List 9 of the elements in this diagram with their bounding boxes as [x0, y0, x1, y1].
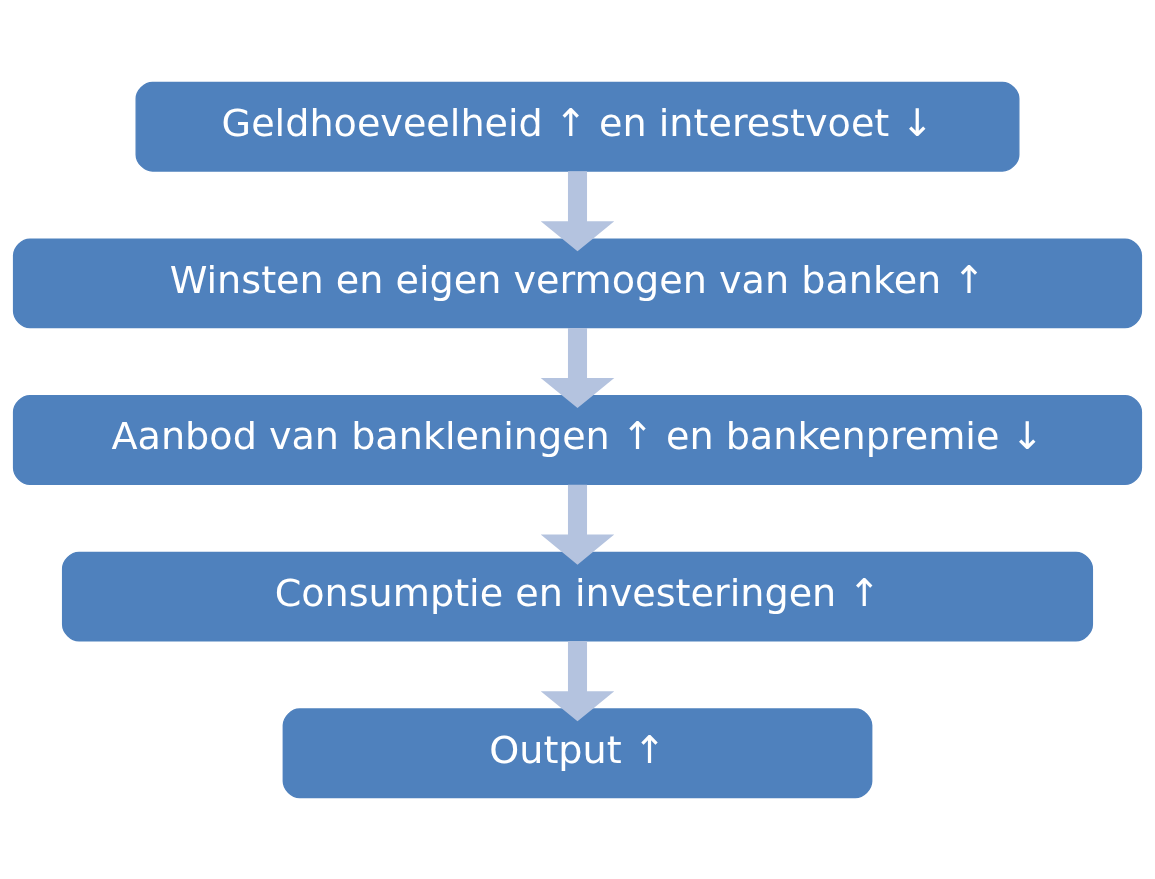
arrow — [540, 170, 615, 251]
node-box: Geldhoeveelheid ↑ en interestvoet ↓ — [135, 81, 1020, 172]
node-box: Output ↑ — [282, 707, 873, 798]
node-box: Aanbod van bankleningen ↑ en bankenpremie ↓ — [12, 394, 1143, 485]
node-box: Consumptie en investeringen ↑ — [61, 551, 1094, 642]
arrow — [540, 327, 615, 408]
arrow — [540, 640, 615, 721]
arrow — [540, 484, 615, 565]
node-box: Winsten en eigen vermogen van banken ↑ — [12, 237, 1143, 328]
